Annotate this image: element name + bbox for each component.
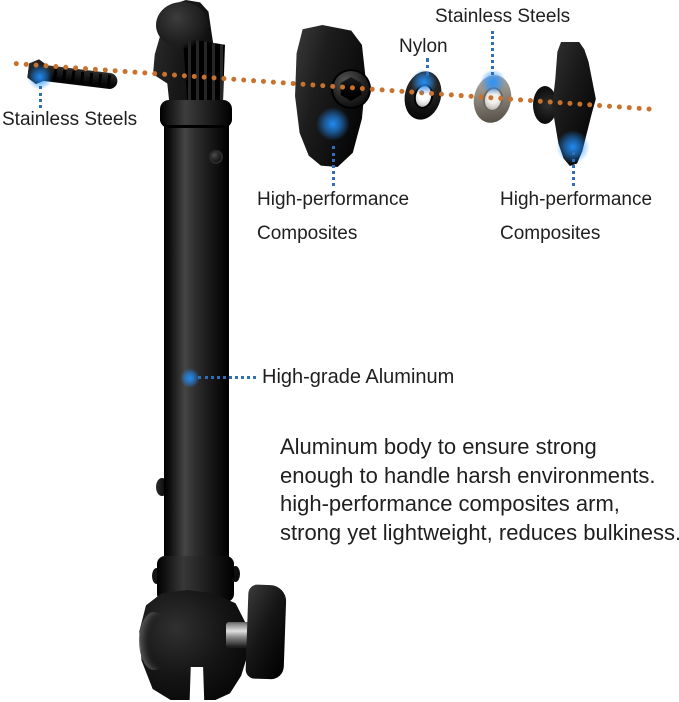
pole-collar xyxy=(160,100,232,128)
highlight-dot-icon xyxy=(27,64,53,90)
leader-line-pole xyxy=(198,376,256,379)
label-arm-left-line1: High-performance xyxy=(257,189,410,210)
label-arm-left-material: High-performance Composites xyxy=(257,183,409,251)
label-arm-right-line2: Composites xyxy=(500,223,601,244)
hex-socket-hole xyxy=(340,77,362,101)
clamp-nub-left xyxy=(152,568,161,584)
label-bolt-material: Stainless Steels xyxy=(2,109,138,130)
leader-line-bolt xyxy=(39,86,42,108)
description-line3: high-performance composites arm, xyxy=(280,491,620,516)
leader-line-nylon xyxy=(426,58,429,76)
description-line4: strong yet lightweight, reduces bulkines… xyxy=(280,519,679,545)
label-washer-material: Stainless Steels xyxy=(435,6,571,27)
description-line2: enough to handle harsh environments. xyxy=(280,462,656,488)
label-pole-material: High-grade Aluminum xyxy=(262,366,455,388)
socket-cup-highlight xyxy=(156,2,208,48)
label-arm-right-material: High-performance Composites xyxy=(500,183,652,251)
clamp-nub-right xyxy=(231,566,240,582)
pole-screw-detail xyxy=(209,150,223,164)
label-arm-left-line2: Composites xyxy=(257,223,358,244)
highlight-dot-icon xyxy=(411,69,437,95)
leader-line-washer xyxy=(491,31,494,75)
highlight-dot-icon xyxy=(180,368,200,388)
label-arm-right-line1: High-performance xyxy=(500,189,653,210)
description-paragraph: Aluminum body to ensure strong enough to… xyxy=(280,433,679,547)
aluminum-pole-part xyxy=(164,112,229,570)
clamp-tightening-knob xyxy=(245,584,287,680)
highlight-dot-icon xyxy=(316,107,350,141)
label-nylon-material: Nylon xyxy=(399,36,448,57)
leader-line-arm-right xyxy=(572,152,575,186)
clamp-wing-highlight xyxy=(139,612,169,670)
socket-rib-detail xyxy=(183,38,225,106)
leader-line-arm-left xyxy=(332,146,335,186)
description-line1: Aluminum body to ensure strong xyxy=(280,434,597,459)
